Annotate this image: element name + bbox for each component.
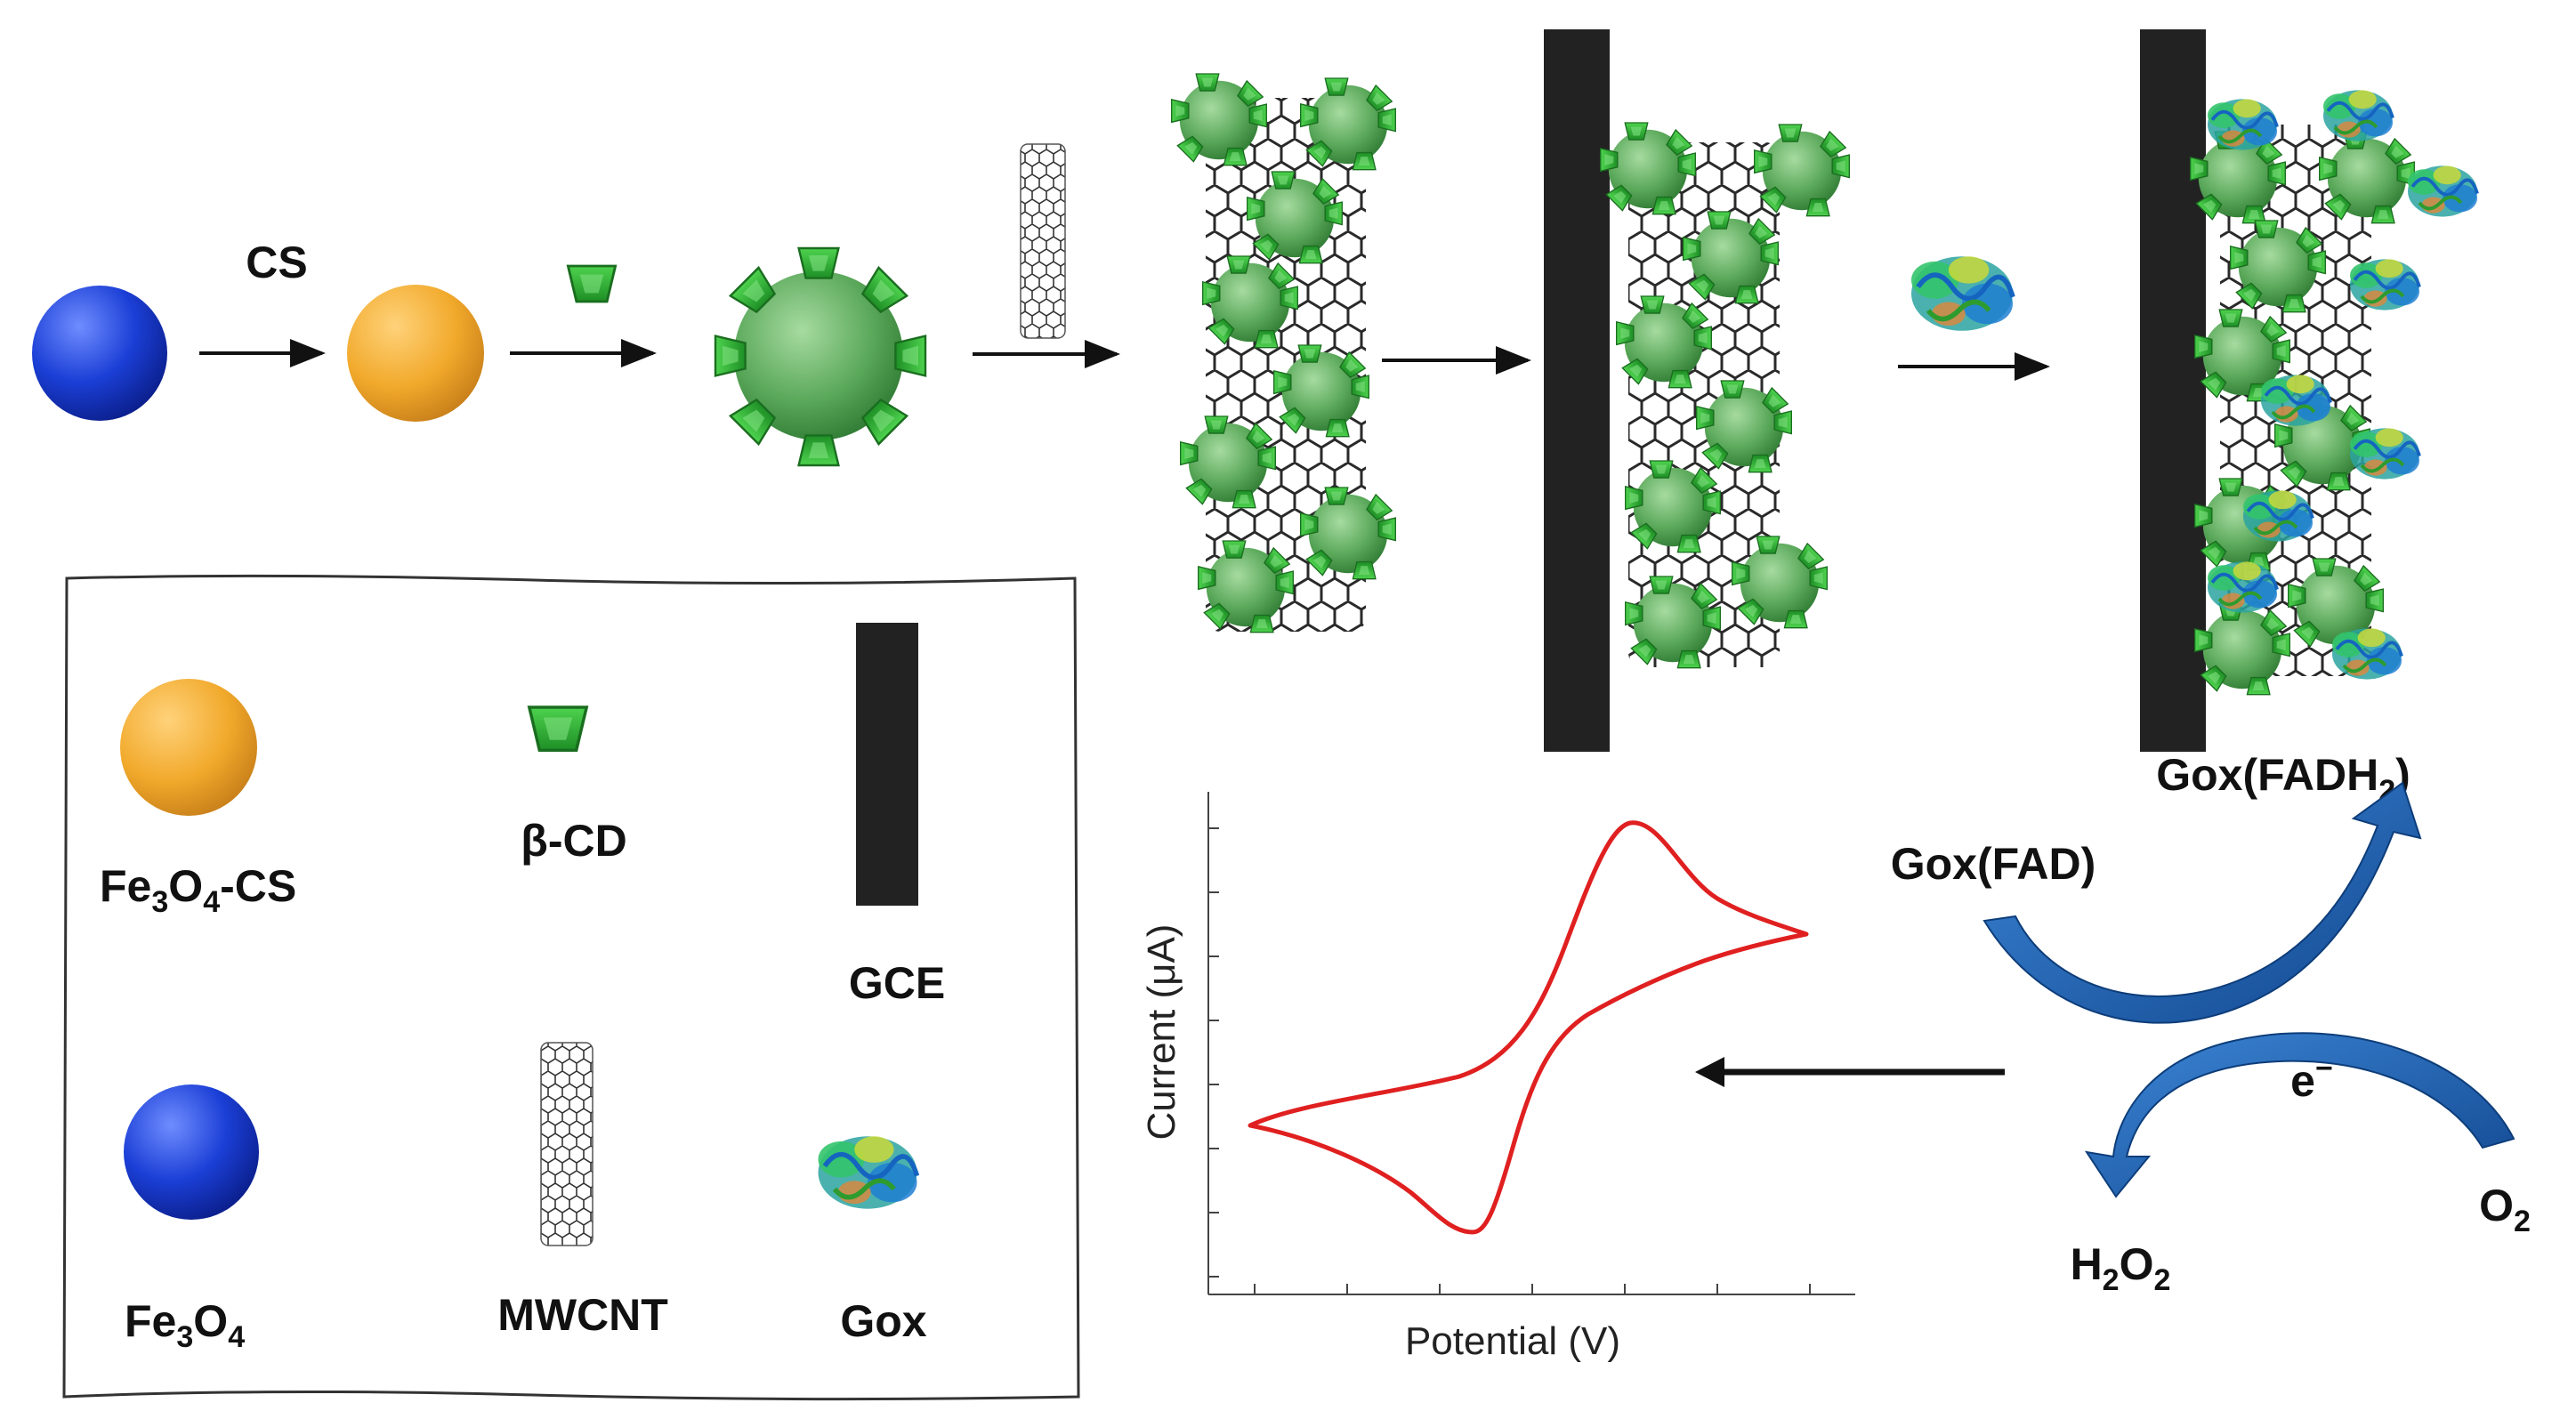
gce-electrode-2 — [2140, 29, 2206, 752]
fe3o4-cs-sphere-step2 — [347, 285, 484, 422]
cs-label: CS — [246, 238, 307, 287]
beta-cd-coated-particle — [714, 246, 927, 467]
legend-gce-label: GCE — [849, 958, 945, 1008]
gce-electrode-1 — [1544, 29, 1610, 752]
legend-fe3o4-label: Fe3O4 — [125, 1296, 245, 1354]
legend-beta-cd-swatch — [528, 705, 588, 753]
legend-beta-cd-label: β-CD — [521, 816, 626, 866]
mwcnt-on-electrode-1 — [1601, 123, 1850, 668]
cv-x-ticks — [1254, 1284, 1811, 1294]
reaction-arrow-fad-to-fadh2 — [1982, 781, 2422, 1024]
mwcnt-small-icon-step — [1020, 143, 1066, 339]
fe3o4-sphere-step1 — [32, 286, 167, 421]
legend-mwcnt-label: MWCNT — [497, 1290, 668, 1340]
cv-y-ticks — [1208, 827, 1219, 1278]
mwcnt-gox-on-electrode-2 — [2191, 88, 2479, 694]
gox-fadh2-label: Gox(FADH2) — [2156, 750, 2410, 808]
reaction-arrow-o2-to-h2o2 — [2084, 1032, 2515, 1198]
arrow-to-cv-plot — [1695, 1057, 2005, 1087]
cv-x-axis-label: Potential (V) — [1405, 1319, 1620, 1363]
gox-enzyme-step — [1911, 256, 2013, 331]
legend-gox-swatch — [819, 1136, 917, 1208]
cv-plot: Potential (V) Current (μA) — [1140, 792, 1855, 1363]
o2-label: O2 — [2479, 1181, 2531, 1238]
legend-box: Fe3O4-CS β-CD GCE Fe3O4 MWCNT Gox — [62, 574, 1080, 1401]
legend-fe3o4-cs-swatch — [120, 679, 257, 816]
legend-fe3o4-swatch — [124, 1084, 259, 1220]
legend-gox-label: Gox — [840, 1296, 926, 1346]
electron-label: e− — [2290, 1052, 2333, 1106]
cv-y-axis-label: Current (μA) — [1140, 924, 1183, 1141]
mwcnt-composite — [1172, 74, 1396, 633]
legend-fe3o4-cs-label: Fe3O4-CS — [100, 861, 296, 919]
legend-gce-swatch — [856, 623, 918, 906]
h2o2-label: H2O2 — [2071, 1239, 2171, 1297]
legend-mwcnt-swatch — [540, 1042, 594, 1246]
beta-cd-cup-step — [566, 264, 618, 303]
cv-curve — [1248, 820, 1809, 1235]
gox-fad-label: Gox(FAD) — [1891, 839, 2096, 889]
